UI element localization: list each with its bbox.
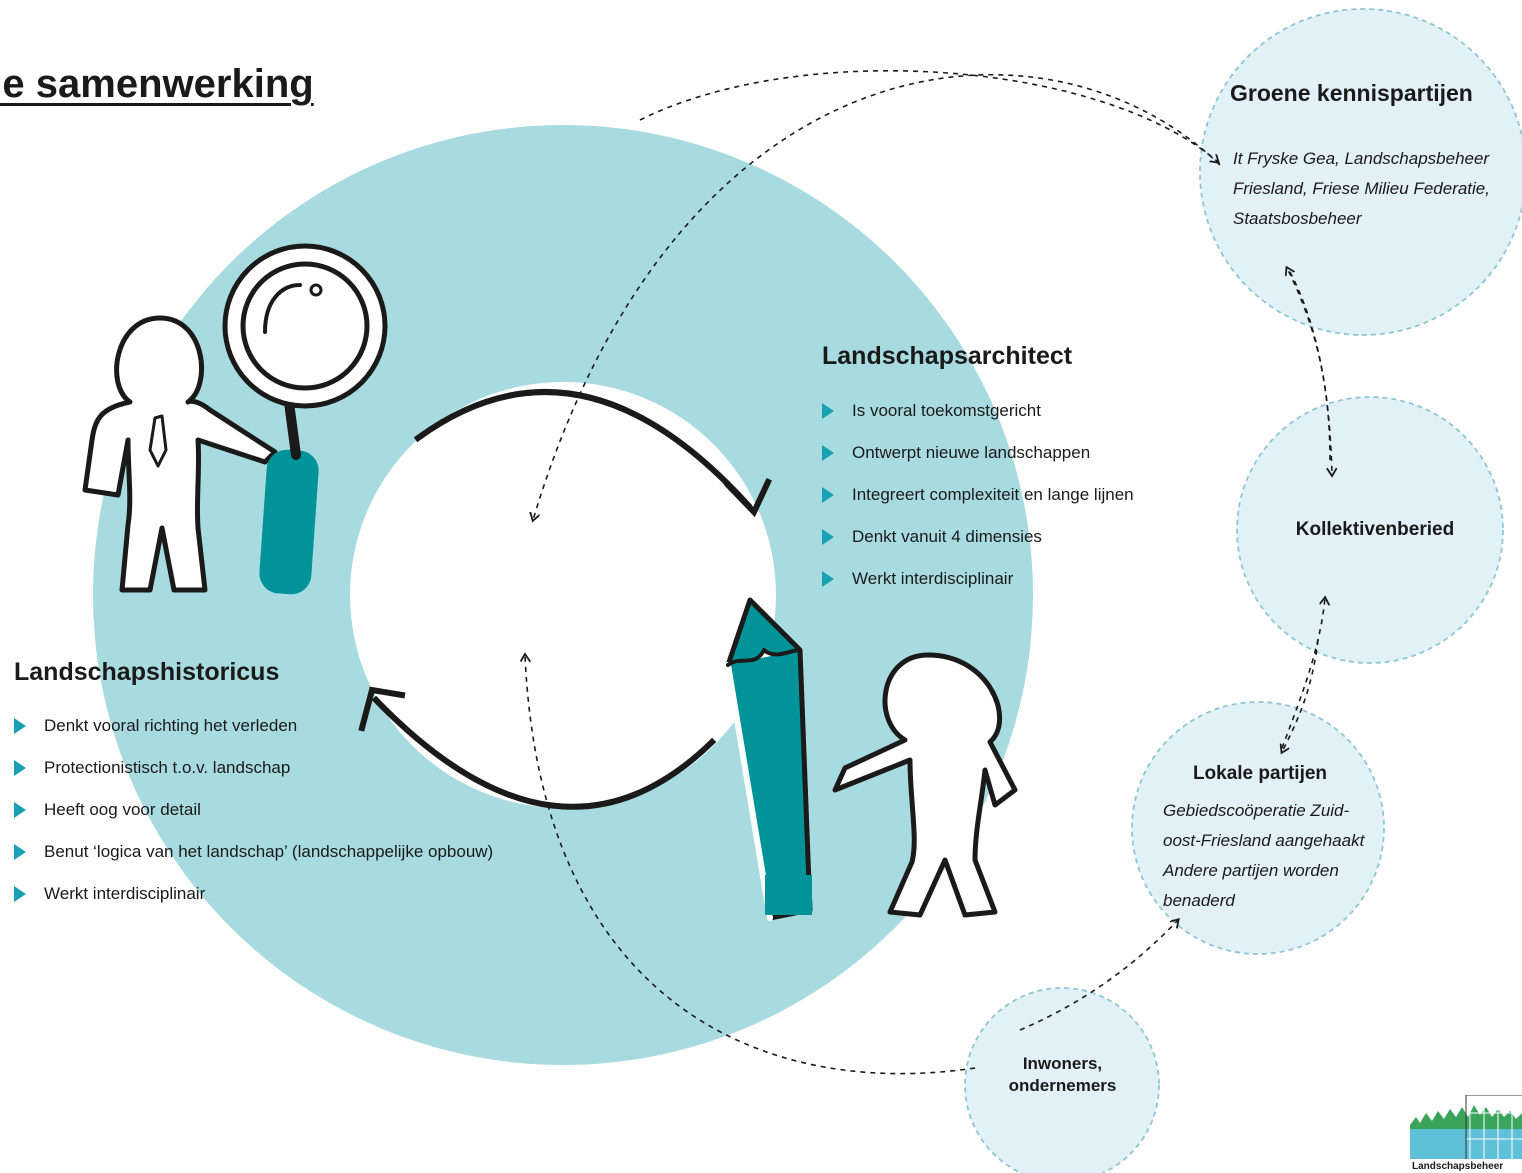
lokale-text: Gebiedscoöperatie Zuid- oost-Friesland a… — [1163, 801, 1365, 910]
architect-item: Integreert complexiteit en lange lijnen — [822, 484, 1134, 506]
bullet-triangle-icon — [14, 886, 26, 902]
cycle-arrows — [358, 389, 772, 810]
lokale-heading: Lokale partijen — [1192, 763, 1328, 784]
kollektiven-label: Kollektivenberied — [1295, 519, 1455, 540]
historicus-item: Benut ‘logica van het landschap’ (landsc… — [14, 841, 493, 863]
bullet-triangle-icon — [822, 529, 834, 545]
logo-graphic — [1410, 1095, 1522, 1159]
dashed-connectors — [525, 69, 1332, 1075]
inwoners-label: Inwoners, ondernemers — [1008, 1054, 1117, 1095]
circle-inwoners — [964, 987, 1160, 1173]
connector-kollektiven-lokale — [1282, 639, 1319, 752]
architect-figure — [725, 597, 1018, 921]
groene-heading: Groene kennispartijen — [1230, 80, 1473, 106]
architect-item: Is vooral toekomstgericht — [822, 400, 1134, 422]
bullet-triangle-icon — [14, 760, 26, 776]
circle-kollektivenberied — [1236, 396, 1504, 664]
architect-item: Werkt interdisciplinair — [822, 568, 1134, 590]
historicus-list: Denkt vooral richting het verleden Prote… — [14, 715, 493, 905]
architect-item: Ontwerpt nieuwe landschappen — [822, 442, 1134, 464]
bullet-triangle-icon — [822, 403, 834, 419]
groene-text: It Fryske Gea, Landschapsbeheer Frieslan… — [1233, 149, 1490, 228]
historicus-figure — [82, 243, 388, 595]
inner-white-circle — [350, 382, 776, 808]
bullet-triangle-icon — [822, 487, 834, 503]
bullet-triangle-icon — [14, 718, 26, 734]
bullet-triangle-icon — [822, 571, 834, 587]
connector-groene-to-center — [533, 74, 1221, 520]
circle-groene-kennispartijen — [1199, 8, 1522, 336]
circle-lokale-partijen — [1131, 701, 1385, 955]
connector-kollektiven-groene — [1287, 268, 1331, 461]
historicus-heading: Landschapshistoricus — [14, 658, 280, 686]
historicus-item: Protectionistisch t.o.v. landschap — [14, 757, 493, 779]
architect-heading: Landschapsarchitect — [822, 342, 1073, 370]
page-title: de samenwerking — [0, 62, 314, 106]
historicus-item: Heeft oog voor detail — [14, 799, 493, 821]
bullet-triangle-icon — [822, 445, 834, 461]
bullet-triangle-icon — [14, 802, 26, 818]
architect-item: Denkt vanuit 4 dimensies — [822, 526, 1134, 548]
bullet-triangle-icon — [14, 844, 26, 860]
historicus-item: Denkt vooral richting het verleden — [14, 715, 493, 737]
connector-inwoners-to-center — [525, 655, 976, 1075]
connector-center-to-groene — [639, 69, 1218, 162]
connector-inwoners-lokale — [1019, 920, 1178, 1031]
landschapsbeheer-logo: Landschapsbeheer — [1410, 1095, 1522, 1173]
logo-text: Landschapsbeheer — [1412, 1161, 1504, 1172]
architect-list: Is vooral toekomstgericht Ontwerpt nieuw… — [822, 400, 1134, 590]
historicus-item: Werkt interdisciplinair — [14, 883, 493, 905]
